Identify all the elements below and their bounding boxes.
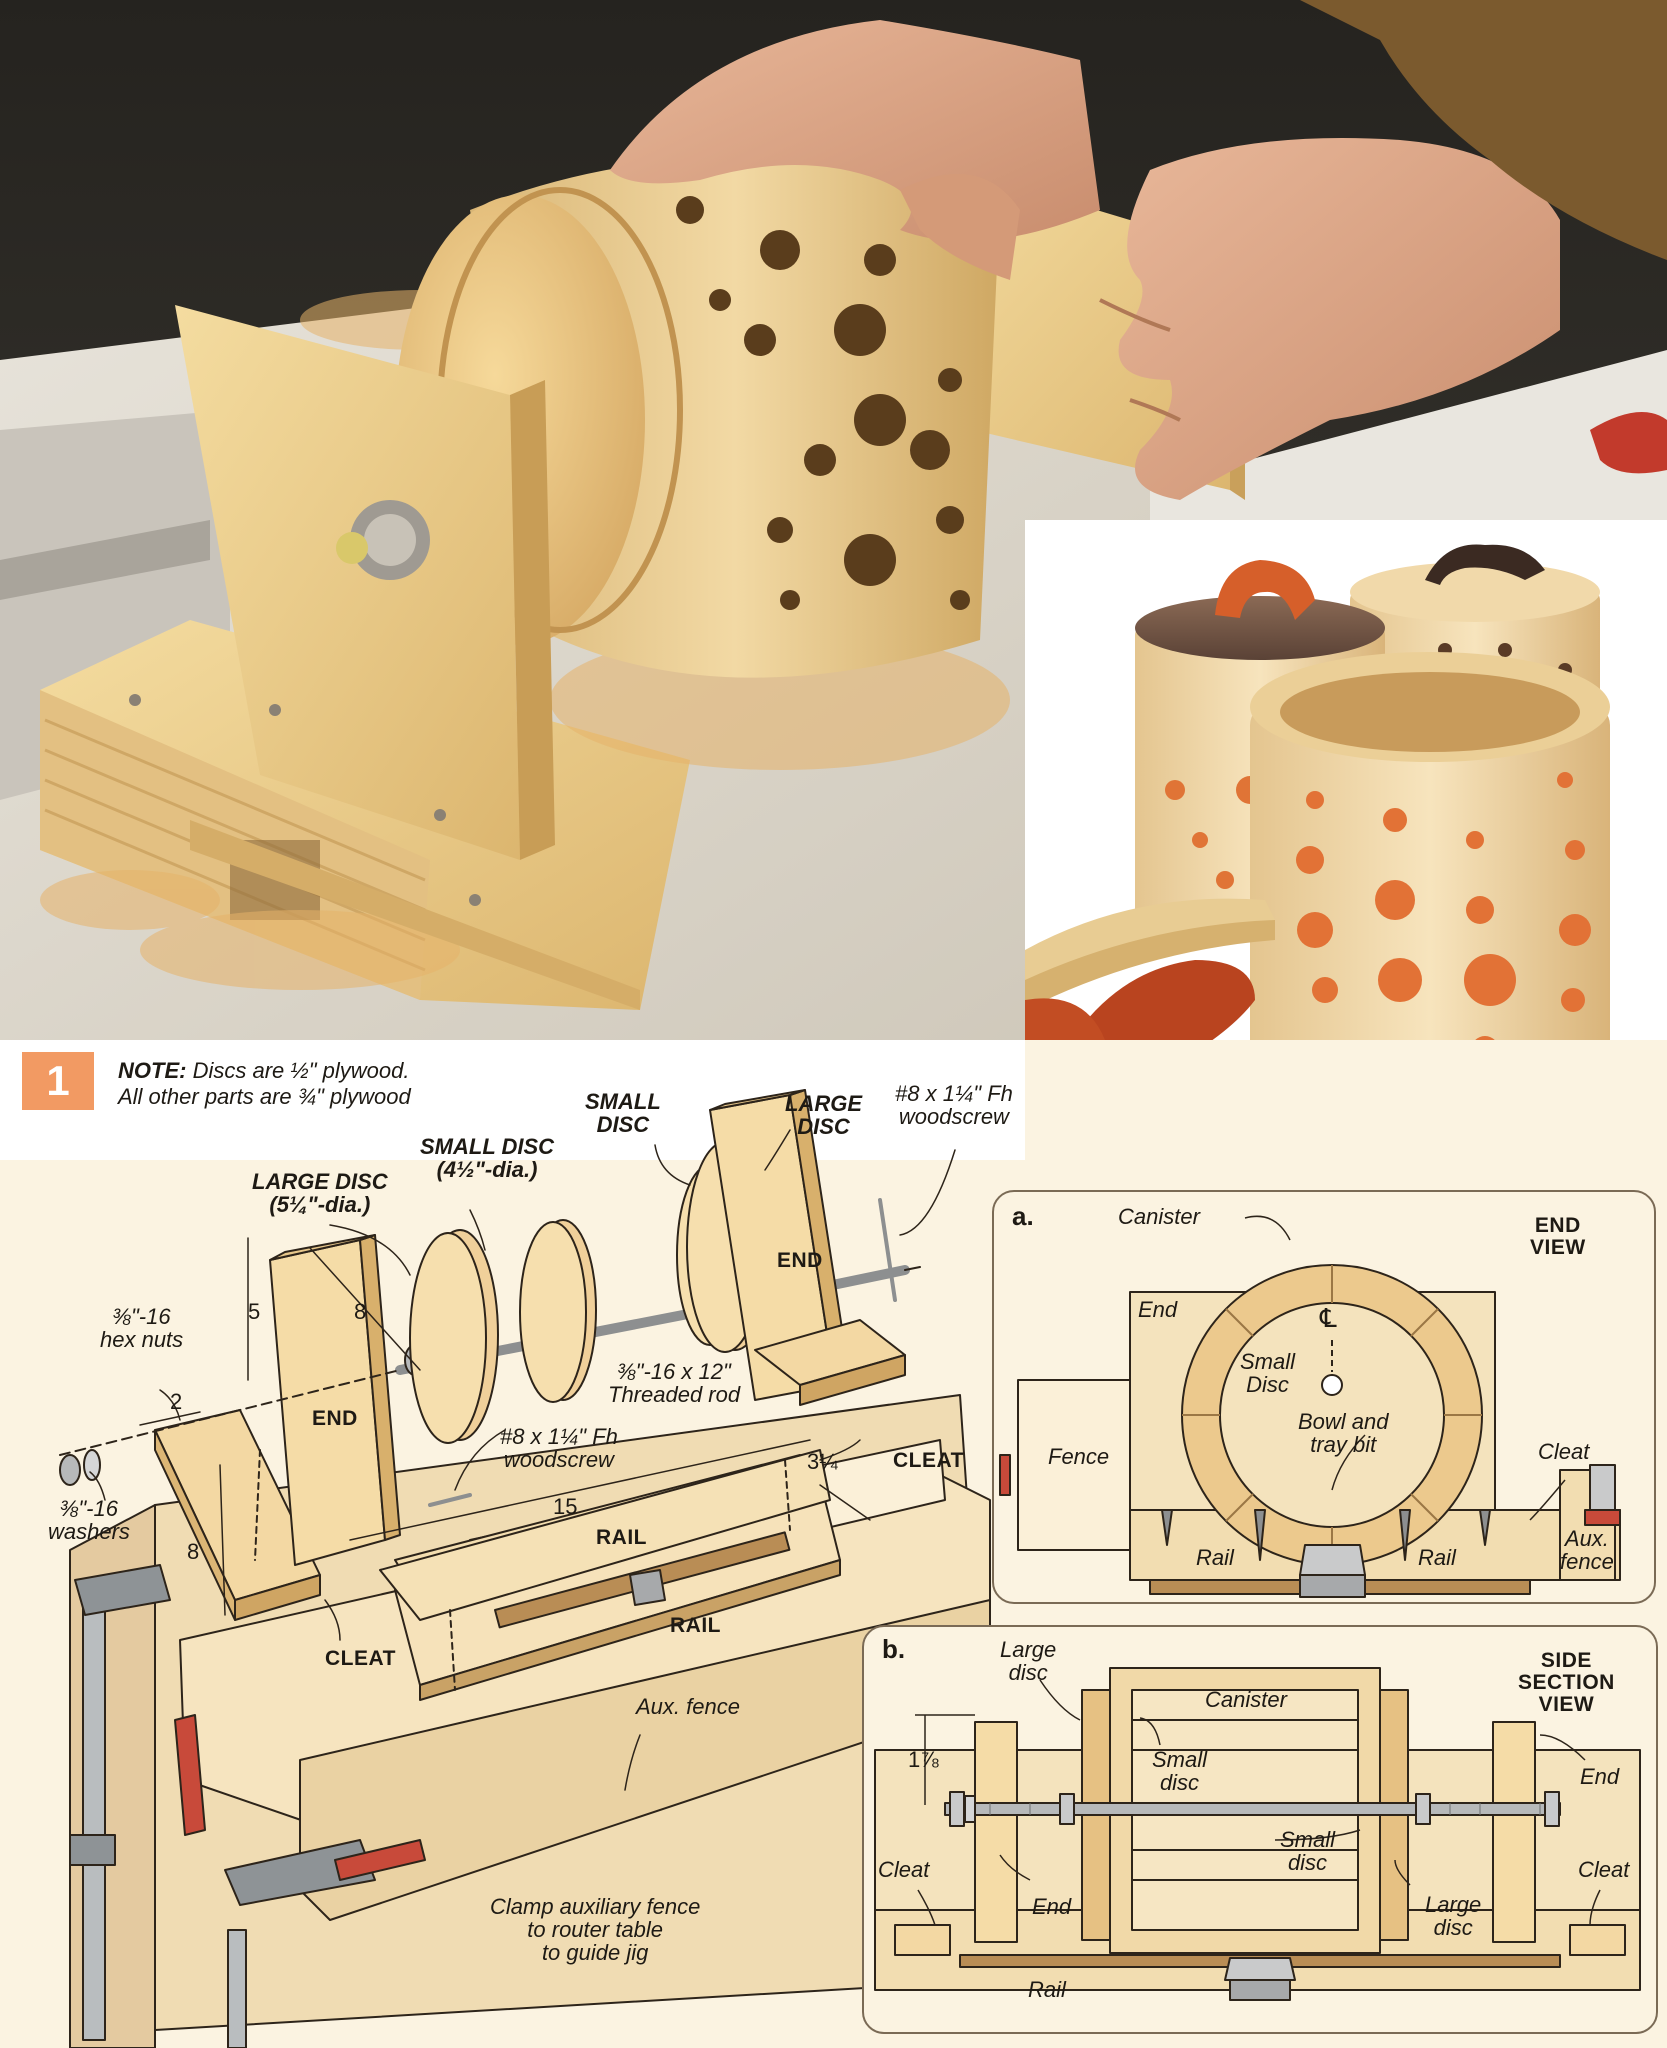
label-washers: ⅜"-16 washers bbox=[48, 1496, 130, 1545]
dim-2: 2 bbox=[170, 1389, 183, 1414]
clamp-head-lower bbox=[224, 1839, 376, 1906]
label-end-left: END bbox=[312, 1407, 358, 1430]
end-view-label-rail-right: Rail bbox=[1418, 1545, 1456, 1570]
cleat-right-edge bbox=[799, 1354, 906, 1406]
end-view-label-bowl-bit: Bowl and tray bit bbox=[1298, 1409, 1389, 1458]
note-prefix: NOTE: bbox=[118, 1058, 187, 1083]
end-plate-right-top bbox=[709, 1089, 806, 1111]
clamp-bar-right bbox=[227, 1929, 247, 2048]
side-view-end-right bbox=[1492, 1721, 1536, 1943]
side-view-label-small-disc-mid: Small disc bbox=[1280, 1827, 1336, 1876]
note-line-2: All other parts are ¾" plywood bbox=[118, 1084, 411, 1110]
side-view-label-small-disc-top: Small disc bbox=[1152, 1747, 1208, 1796]
label-small-disc-top: SMALL DISC bbox=[585, 1089, 661, 1138]
label-large-disc-top: LARGE DISC bbox=[785, 1091, 862, 1140]
side-view-label-rail: Rail bbox=[1028, 1977, 1066, 2002]
dim-8-top: 8 bbox=[354, 1299, 367, 1324]
side-view-label-end-left: End bbox=[1032, 1894, 1072, 1919]
inset-b-letter: b. bbox=[882, 1634, 906, 1664]
dim-3-25: 3¼ bbox=[807, 1449, 838, 1474]
end-view-label-rail-left: Rail bbox=[1196, 1545, 1234, 1570]
side-view-label-cleat-left: Cleat bbox=[878, 1857, 930, 1882]
side-view-end-left bbox=[974, 1721, 1018, 1943]
end-view-label-centerline: ℄ bbox=[1320, 1303, 1337, 1333]
end-view-label-end: End bbox=[1138, 1297, 1178, 1322]
canister-photo-illustration bbox=[1025, 544, 1610, 1120]
cleat-left-side bbox=[154, 1429, 236, 1621]
inset-b-title: SIDE SECTION VIEW bbox=[1518, 1649, 1615, 1717]
label-small-disc-dia: SMALL DISC (4½"-dia.) bbox=[420, 1134, 555, 1183]
side-view-label-end-right: End bbox=[1580, 1764, 1620, 1789]
label-cleat-left: CLEAT bbox=[325, 1647, 396, 1670]
jig-photo bbox=[0, 0, 1667, 1040]
label-rail-top: RAIL bbox=[596, 1526, 647, 1549]
dim-5: 5 bbox=[248, 1299, 261, 1324]
note-block: NOTE: Discs are ½" plywood. All other pa… bbox=[118, 1058, 411, 1111]
end-view-label-aux-fence: Aux. fence bbox=[1560, 1526, 1614, 1575]
label-rail-bottom: RAIL bbox=[670, 1614, 721, 1637]
hex-nuts-left bbox=[59, 1449, 101, 1486]
rail-long bbox=[379, 1449, 831, 1621]
side-view-label-dim: 1⅞ bbox=[908, 1747, 939, 1772]
end-view-label-canister: Canister bbox=[1118, 1204, 1200, 1229]
diagram-upper-left-area bbox=[0, 1040, 1025, 1160]
label-clamp-note: Clamp auxiliary fence to router table to… bbox=[490, 1894, 701, 1966]
clamp-handle-upper bbox=[174, 1714, 206, 1836]
end-view-center-hole bbox=[1321, 1374, 1343, 1396]
inset-a-letter: a. bbox=[1012, 1201, 1034, 1231]
label-aux-fence: Aux. fence bbox=[636, 1694, 740, 1719]
end-view-label-small-disc: Small Disc bbox=[1240, 1349, 1296, 1398]
clamp-handle-lower bbox=[334, 1839, 426, 1881]
end-view-label-fence: Fence bbox=[1048, 1444, 1110, 1469]
inset-a-title: END VIEW bbox=[1530, 1214, 1586, 1260]
clamp-jaw bbox=[69, 1834, 116, 1866]
label-woodscrew-mid: #8 x 1¼" Fh woodscrew bbox=[500, 1424, 618, 1473]
jig-photo-illustration bbox=[0, 0, 1667, 1040]
label-threaded-rod: ⅜"-16 x 12" Threaded rod bbox=[608, 1359, 741, 1408]
label-end-right: END bbox=[777, 1249, 823, 1272]
label-woodscrew-top: #8 x 1¼" Fh woodscrew bbox=[895, 1081, 1013, 1130]
screw-top-right bbox=[878, 1198, 897, 1302]
end-plate-left-top bbox=[269, 1234, 376, 1261]
side-view-router-bit bbox=[1224, 1957, 1296, 1981]
side-view-label-large-disc-bottom: Large disc bbox=[1425, 1892, 1482, 1941]
side-view-label-canister: Canister bbox=[1205, 1687, 1287, 1712]
note-line-1: Discs are ½" plywood. bbox=[192, 1058, 410, 1083]
dim-8-left: 8 bbox=[187, 1539, 200, 1564]
router-bit bbox=[629, 1569, 666, 1606]
end-view-fence bbox=[1017, 1379, 1131, 1551]
side-view-threaded-rod bbox=[944, 1802, 1561, 1816]
clamp-head-upper bbox=[74, 1564, 171, 1616]
screw-fh-mid bbox=[428, 1493, 472, 1507]
rail-front-edge bbox=[419, 1559, 841, 1701]
side-view-cleat-right bbox=[1569, 1924, 1626, 1956]
end-view-label-cleat: Cleat bbox=[1538, 1439, 1590, 1464]
label-hex-nuts: ⅜"-16 hex nuts bbox=[100, 1304, 184, 1353]
dim-15: 15 bbox=[553, 1494, 578, 1519]
side-view-cleat-left bbox=[894, 1924, 951, 1956]
side-view-label-large-disc-top: Large disc bbox=[1000, 1637, 1057, 1686]
side-view-label-cleat-right: Cleat bbox=[1578, 1857, 1630, 1882]
label-cleat-right: CLEAT bbox=[893, 1449, 964, 1472]
figure-number-badge: 1 bbox=[22, 1052, 94, 1110]
label-large-disc-dia: LARGE DISC (5¼"-dia.) bbox=[252, 1169, 388, 1218]
